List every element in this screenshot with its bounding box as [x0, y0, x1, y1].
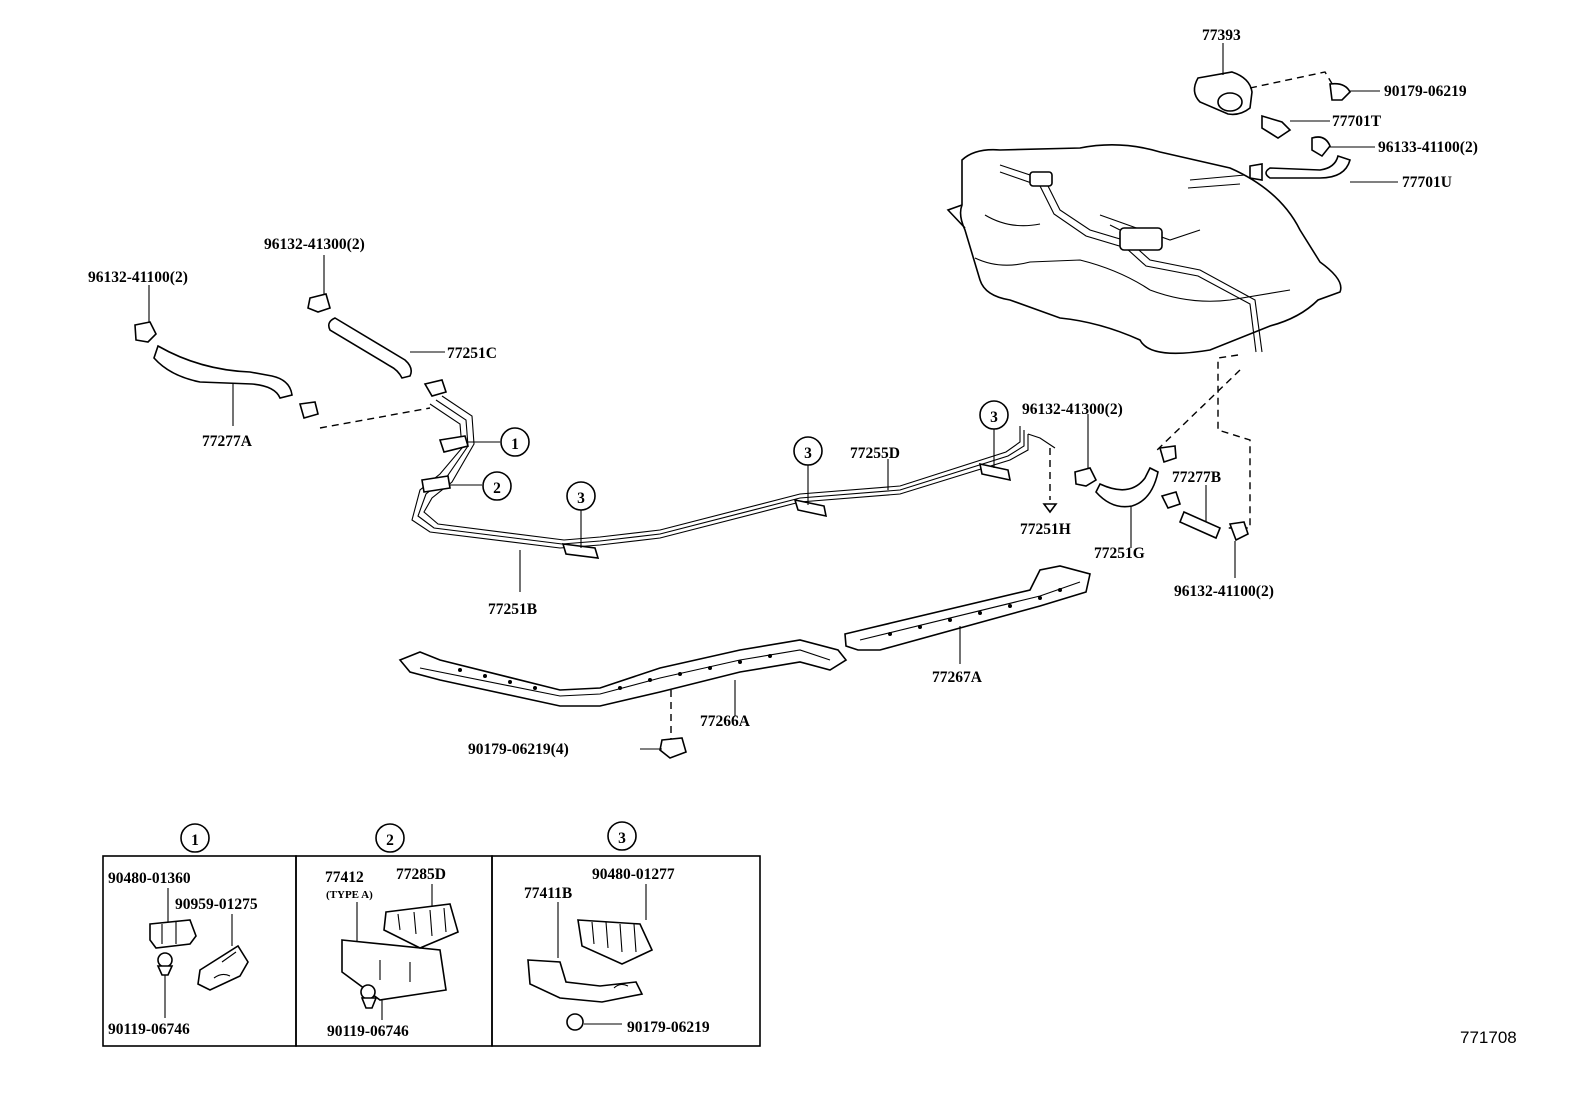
callout-3a: 3 — [566, 481, 596, 511]
box2-label-type-a: (TYPE A) — [326, 889, 373, 901]
box1-label-90480-01360: 90480-01360 — [108, 870, 191, 887]
callout-3a-label: 3 — [577, 490, 585, 507]
box1-label-90959-01275: 90959-01275 — [175, 896, 258, 913]
callout-2: 2 — [482, 471, 512, 501]
detail-box-1-marker: 1 — [191, 832, 199, 849]
label-90179-06219-top: 90179-06219 — [1384, 83, 1467, 100]
filter-77393 — [1193, 71, 1253, 116]
label-77267A: 77267A — [932, 669, 983, 686]
detail-box-1: 1 90480-01360 90959-01275 90119-06746 — [102, 823, 297, 1047]
label-77701T: 77701T — [1332, 113, 1382, 130]
detail-box-2: 2 77412 (TYPE A) 77285D 90119-06746 — [295, 823, 493, 1047]
label-77251H: 77251H — [1020, 521, 1071, 538]
diagram-code: 771708 — [1460, 1028, 1517, 1047]
label-77251G: 77251G — [1094, 545, 1145, 562]
label-90179-06219-4: 90179-06219(4) — [468, 741, 569, 758]
box3-label-90480-01277: 90480-01277 — [592, 866, 675, 883]
label-77277B: 77277B — [1172, 469, 1221, 486]
detail-box-3-marker: 3 — [618, 830, 626, 847]
box1-label-90119-06746: 90119-06746 — [108, 1021, 190, 1038]
box2-label-77412: 77412 — [325, 869, 364, 886]
bracket-77267A — [844, 565, 1091, 651]
callout-2-label: 2 — [493, 480, 501, 497]
label-96133-41100: 96133-41100(2) — [1378, 139, 1478, 156]
callout-3b-label: 3 — [804, 445, 812, 462]
callout-3b: 3 — [793, 436, 823, 466]
box2-label-77285D: 77285D — [396, 866, 446, 883]
detail-box-3: 3 90480-01277 77411B 90179-06219 — [491, 821, 761, 1047]
label-96132-41100-right: 96132-41100(2) — [1174, 583, 1274, 600]
label-77701U: 77701U — [1402, 174, 1452, 191]
callout-1-label: 1 — [511, 436, 519, 453]
label-77266A: 77266A — [700, 713, 751, 730]
box3-label-90179-06219: 90179-06219 — [627, 1019, 710, 1036]
label-96132-41300-right: 96132-41300(2) — [1022, 401, 1123, 418]
callout-3c: 3 — [979, 400, 1009, 430]
label-77251C: 77251C — [447, 345, 497, 362]
box2-label-90119-06746: 90119-06746 — [327, 1023, 409, 1040]
callout-1: 1 — [500, 427, 530, 457]
detail-box-2-marker: 2 — [386, 832, 394, 849]
label-77251B: 77251B — [488, 601, 537, 618]
label-96132-41300-left: 96132-41300(2) — [264, 236, 365, 253]
fuel-lines — [411, 395, 1056, 549]
label-77255D: 77255D — [850, 445, 900, 462]
label-96132-41100-left: 96132-41100(2) — [88, 269, 188, 286]
bracket-77266A — [398, 639, 848, 707]
label-77277A: 77277A — [202, 433, 253, 450]
label-77393: 77393 — [1202, 27, 1241, 44]
callout-3c-label: 3 — [990, 409, 998, 426]
fuel-tank — [946, 144, 1342, 355]
box3-label-77411B: 77411B — [524, 885, 572, 902]
